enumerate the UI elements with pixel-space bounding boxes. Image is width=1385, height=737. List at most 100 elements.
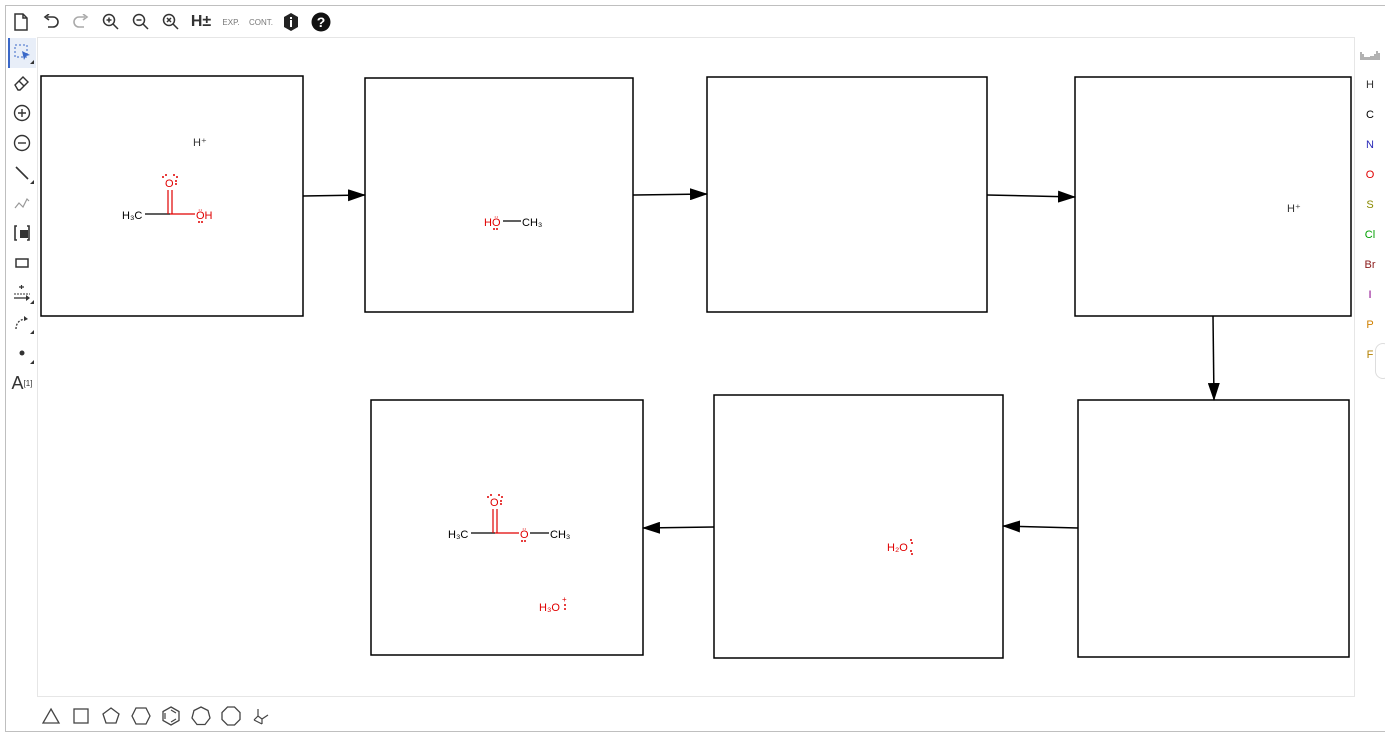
atom-symbol: N (1366, 139, 1374, 151)
lone-pair-dots (487, 494, 566, 610)
atom-symbol: Br (1364, 259, 1376, 271)
atom-symbol: S (1366, 199, 1374, 211)
charge-minus-tool[interactable] (8, 128, 36, 158)
minus-charge-icon (13, 134, 31, 152)
reaction-box-5[interactable] (1077, 399, 1350, 658)
atom-i-button[interactable]: I (1357, 280, 1383, 310)
heptagon-ring-icon[interactable] (190, 705, 212, 727)
lone-pair-dots (910, 539, 913, 555)
reaction-arrow-tool[interactable] (8, 278, 36, 308)
atom-f-button[interactable]: F (1357, 340, 1383, 370)
atom-br-button[interactable]: Br (1357, 250, 1383, 280)
reaction-arrow-1[interactable] (302, 189, 366, 202)
select-icon (14, 44, 30, 60)
hexagon-ring-icon[interactable] (130, 705, 152, 727)
hydronium-label: H₃O (539, 602, 560, 614)
hydronium-charge: + (562, 595, 567, 604)
periodic-table-button[interactable] (1357, 40, 1383, 70)
reaction-box-7[interactable] (370, 399, 644, 656)
atom-s-button[interactable]: S (1357, 190, 1383, 220)
octagon-ring-icon[interactable] (220, 705, 242, 727)
reaction-box-6[interactable] (713, 394, 1004, 659)
atom-symbol: P (1366, 319, 1374, 331)
curly-arrow-icon (15, 316, 28, 330)
chain-icon (14, 197, 30, 209)
methyl-label: H₃C (122, 210, 142, 222)
zoom-out-icon[interactable] (128, 9, 154, 35)
new-document-icon[interactable] (8, 9, 34, 35)
zoom-reset-icon[interactable] (158, 9, 184, 35)
reaction-box-4[interactable] (1074, 76, 1352, 317)
curly-arrow-tool[interactable] (8, 308, 36, 338)
atom-c-button[interactable]: C (1357, 100, 1383, 130)
reaction-arrow-4[interactable] (1207, 315, 1220, 401)
ester-oxygen-label: Ö (520, 529, 529, 541)
square-ring-icon[interactable] (70, 705, 92, 727)
reaction-box-3[interactable] (706, 76, 988, 313)
atom-p-button[interactable]: P (1357, 310, 1383, 340)
text-tool-label: A (11, 372, 24, 393)
plus-charge-icon (13, 104, 31, 122)
hydrogens-label: H± (190, 13, 212, 30)
redo-icon[interactable] (68, 9, 94, 35)
ring-templates-bar (40, 703, 272, 729)
erase-tool[interactable] (8, 68, 36, 98)
chain-tool[interactable] (8, 188, 36, 218)
reaction-arrow-icon (14, 285, 30, 301)
reaction-box-2[interactable] (364, 77, 634, 313)
help-icon[interactable]: ? (308, 9, 334, 35)
zoom-in-icon[interactable] (98, 9, 124, 35)
atom-symbol: F (1366, 349, 1374, 361)
methanol-ch3-label: CH₃ (522, 217, 542, 229)
hydrogens-toggle-button[interactable]: H± (188, 9, 214, 35)
atom-cl-button[interactable]: Cl (1357, 220, 1383, 250)
undo-icon[interactable] (38, 9, 64, 35)
reaction-arrow-5[interactable] (1002, 520, 1079, 533)
atom-o-button[interactable]: O (1357, 160, 1383, 190)
charge-plus-tool[interactable] (8, 98, 36, 128)
reaction-arrow-2[interactable] (632, 188, 708, 201)
lone-pair-dots (493, 228, 498, 230)
atom-h-button[interactable]: H (1357, 70, 1383, 100)
atom-symbol: O (1365, 169, 1375, 181)
svg-text:?: ? (317, 14, 326, 30)
electron-dot-icon (19, 350, 25, 356)
triangle-ring-icon[interactable] (40, 705, 62, 727)
ester-methyl-label: H₃C (448, 529, 468, 541)
text-tool[interactable]: A[1] (8, 368, 36, 398)
benzene-ring-icon[interactable] (160, 705, 182, 727)
pentagon-ring-icon[interactable] (100, 705, 122, 727)
bracket-tool[interactable] (8, 218, 36, 248)
reaction-arrow-3[interactable] (986, 190, 1076, 203)
expand-button[interactable]: EXP. (218, 9, 244, 35)
top-toolbar: H± EXP. CONT. ? (8, 8, 334, 36)
bracket-icon (14, 225, 30, 241)
electron-tool[interactable] (8, 338, 36, 368)
lone-pair-dots (162, 174, 203, 223)
drawing-canvas[interactable] (37, 37, 1355, 697)
atom-palette: H C N O S Cl Br I P F (1357, 40, 1383, 370)
select-tool[interactable] (8, 38, 36, 68)
cyclohexane-chair-icon[interactable] (250, 705, 272, 727)
carbonyl-oxygen-label: O (165, 178, 174, 190)
catalyst-label: H⁺ (1287, 203, 1301, 215)
methanol-oh-label: HÖ (484, 217, 501, 229)
ester-ch3-label: CH₃ (550, 529, 570, 541)
reaction-arrow-6[interactable] (642, 521, 715, 534)
panel-scroll-handle[interactable] (1375, 343, 1385, 379)
bond-tool[interactable] (8, 158, 36, 188)
rectangle-icon (15, 258, 29, 268)
atom-n-button[interactable]: N (1357, 130, 1383, 160)
app-frame (5, 5, 1385, 732)
info-icon[interactable] (278, 9, 304, 35)
contract-button[interactable]: CONT. (248, 9, 274, 35)
left-toolbar: A[1] (8, 38, 36, 398)
hydroxyl-label: ÖH (196, 210, 213, 222)
eraser-icon (14, 76, 29, 91)
shape-tool[interactable] (8, 248, 36, 278)
text-tool-sup: [1] (23, 378, 33, 388)
expand-label: EXP. (222, 17, 240, 27)
carbonyl-oxygen-label: O (490, 497, 499, 509)
atom-symbol: H (1366, 79, 1374, 91)
